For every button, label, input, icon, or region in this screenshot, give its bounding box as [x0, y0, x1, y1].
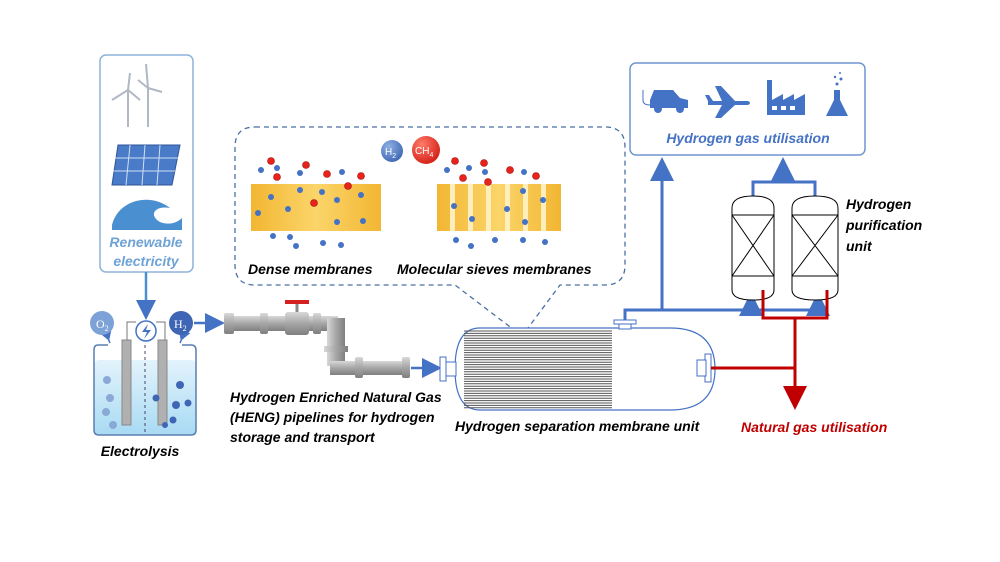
svg-text:CH4: CH4 — [415, 146, 433, 159]
flask-icon — [826, 72, 848, 116]
svg-text:H2: H2 — [385, 147, 396, 160]
wind-turbine-icon — [111, 63, 163, 127]
hydrogen-utilisation-label: Hydrogen gas utilisation — [666, 130, 829, 146]
solar-panel-icon — [111, 144, 181, 186]
membrane-separation-unit — [439, 319, 716, 411]
dense-membranes-label: Dense membranes — [248, 261, 373, 277]
electrolysis-label: Electrolysis — [101, 443, 180, 459]
electrolysis-cell — [93, 320, 197, 436]
renewable-label-line2: electricity — [113, 253, 180, 269]
purification-unit — [731, 195, 839, 301]
heng-pipeline — [224, 300, 410, 378]
renewable-electricity-box: Renewable electricity — [99, 54, 194, 273]
ch4-legend-molecule: CH4 — [412, 136, 440, 164]
renewable-label-line1: Renewable — [109, 234, 182, 250]
valve-handle — [285, 300, 309, 304]
natural-gas-flow-lines — [711, 290, 829, 410]
h2-molecule: H2 — [169, 311, 193, 335]
svg-text:O2: O2 — [96, 317, 109, 333]
factory-icon — [767, 80, 805, 115]
separation-unit-label: Hydrogen separation membrane unit — [455, 418, 701, 434]
natural-gas-utilisation-label: Natural gas utilisation — [741, 419, 887, 435]
valve — [285, 312, 309, 335]
wave-icon — [112, 199, 182, 230]
electric-car-icon — [642, 90, 688, 113]
pipeline-label: Hydrogen Enriched Natural Gas (HENG) pip… — [230, 389, 446, 445]
hydrogen-flow-lines — [623, 157, 830, 320]
purification-label: Hydrogen purification unit — [845, 196, 926, 254]
molecular-sieves-label: Molecular sieves membranes — [397, 261, 592, 277]
hydrogen-utilisation-box: Hydrogen gas utilisation — [629, 62, 866, 156]
membrane-callout: H2 CH4 Dense membranes Molecular sieves … — [234, 126, 626, 337]
purification-column-1 — [731, 195, 775, 301]
purification-column-2 — [791, 195, 839, 301]
svg-text:H2: H2 — [174, 317, 187, 333]
h2-legend-molecule: H2 — [381, 140, 403, 162]
dense-membrane — [251, 184, 381, 231]
airplane-icon — [705, 86, 750, 118]
o2-molecule: O2 — [90, 311, 114, 335]
